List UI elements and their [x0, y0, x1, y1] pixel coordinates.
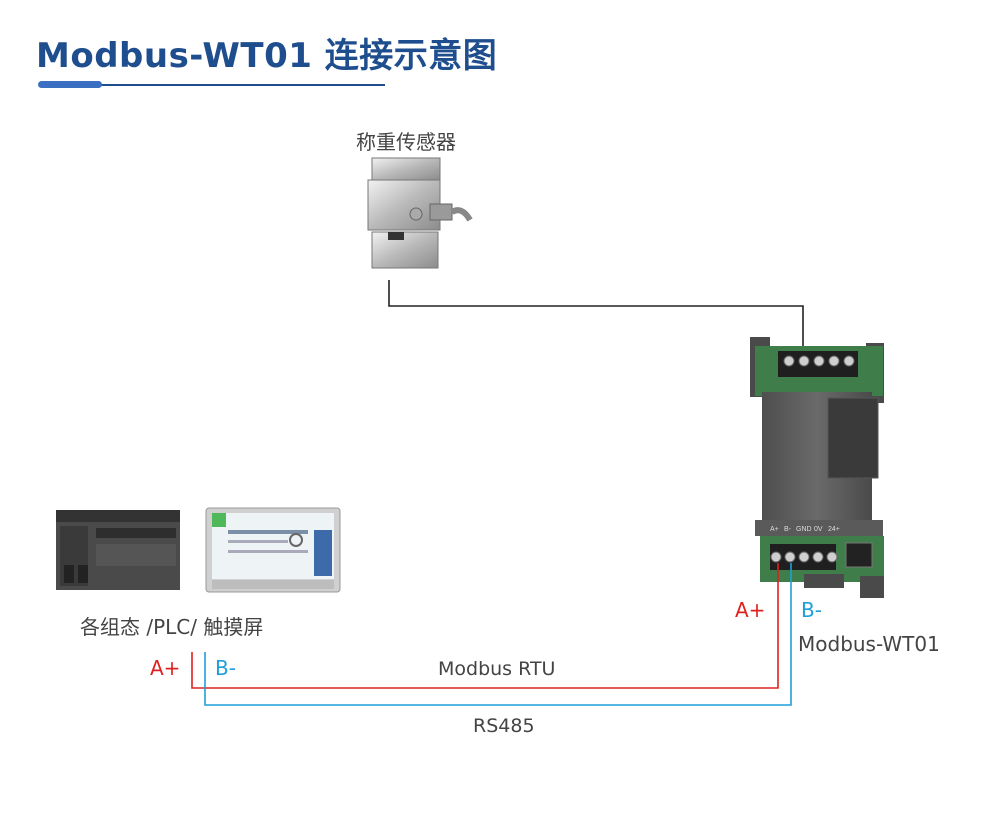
controller-label: 各组态 /PLC/ 触摸屏: [80, 615, 264, 639]
sensor-label: 称重传感器: [356, 130, 456, 154]
module-terminal-label: 0V: [814, 526, 823, 533]
module-terminal-label: 24+: [828, 526, 840, 533]
page-title: Modbus-WT01 连接示意图: [36, 36, 498, 76]
module-terminal-label: GND: [796, 526, 812, 533]
controller-a-plus-label: A+: [150, 656, 181, 680]
load-cell-sensor: [367, 157, 473, 269]
modbus-wt01-module: A+ B- GND 0V 24+: [750, 337, 884, 598]
sensor-cable: [388, 280, 804, 352]
protocol-label: Modbus RTU: [438, 658, 556, 680]
plc-device: [56, 510, 180, 590]
module-terminal-label: A+: [770, 526, 779, 533]
a-plus-wire: [191, 563, 779, 689]
module-label: Modbus-WT01: [798, 632, 940, 656]
bus-label: RS485: [473, 715, 535, 737]
controller-b-minus-label: B-: [215, 656, 236, 680]
touch-screen-device: [205, 507, 341, 593]
module-a-plus-label: A+: [735, 598, 766, 622]
title-underline-accent: [38, 81, 102, 88]
b-minus-wire: [204, 563, 792, 706]
title-underline: [40, 84, 385, 86]
module-b-minus-label: B-: [801, 598, 822, 622]
module-terminal-label: B-: [784, 526, 792, 533]
